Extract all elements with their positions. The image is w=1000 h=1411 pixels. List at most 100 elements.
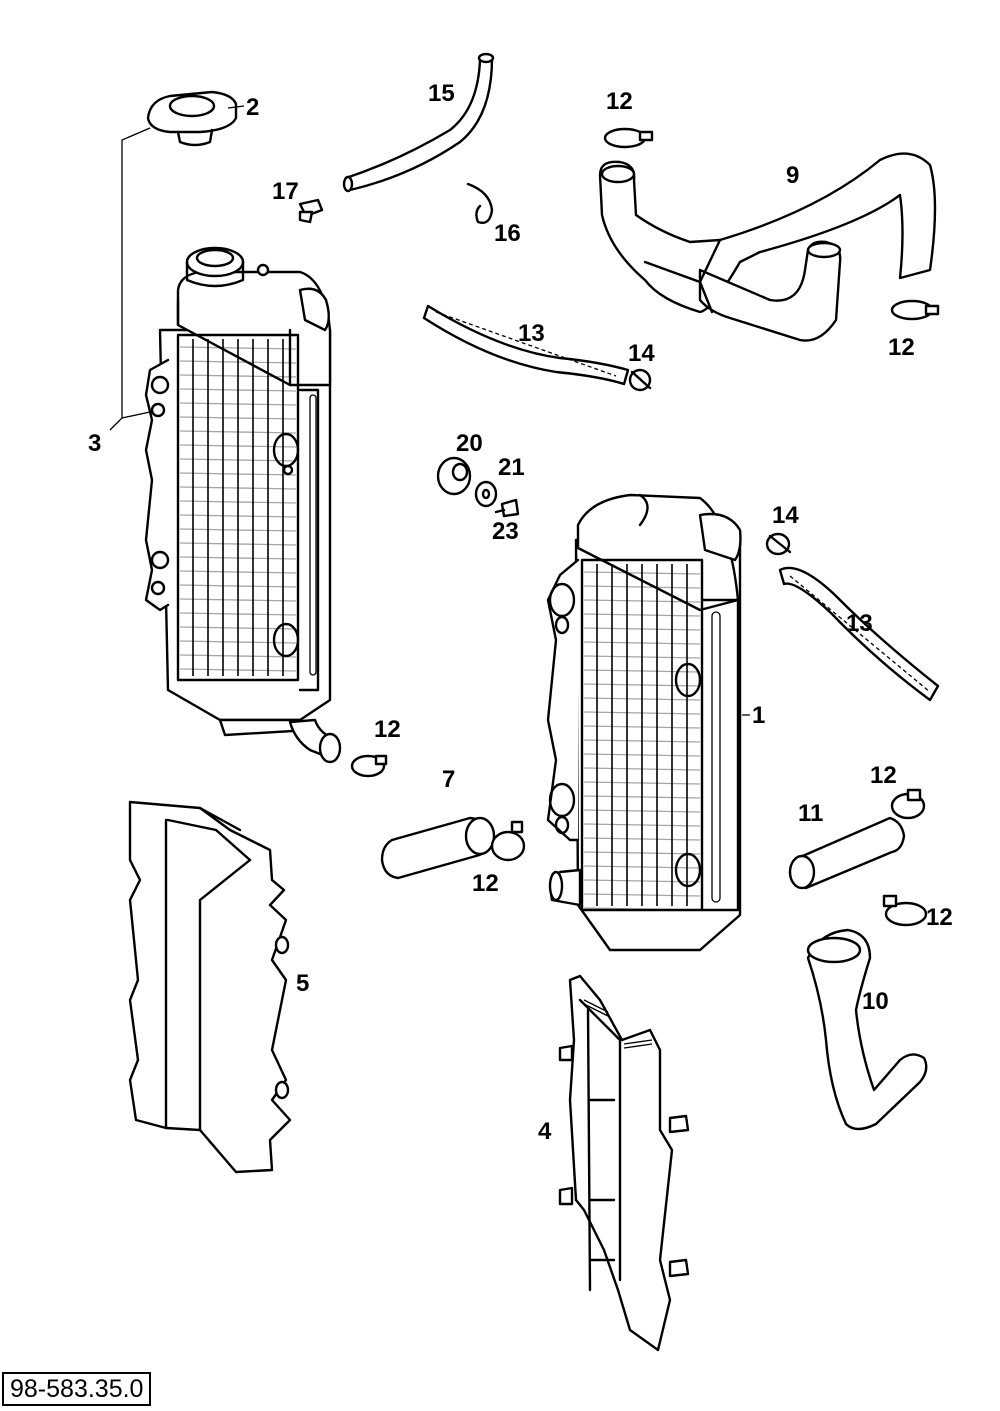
radiator-fin-cross <box>583 711 701 715</box>
callout-label-23: 23 <box>492 518 519 545</box>
hose-clip <box>466 182 494 224</box>
radiator-fin-cross <box>583 893 701 897</box>
radiator-fin-cross <box>179 486 297 490</box>
callout-label-14-b: 14 <box>772 502 799 529</box>
callout-label-12-a: 12 <box>606 88 633 115</box>
callout-label-4: 4 <box>538 1118 552 1145</box>
right-radiator <box>546 493 742 952</box>
radiator-fin-cross <box>583 585 701 589</box>
radiator-fin-cross <box>179 598 297 602</box>
callout-label-11: 11 <box>798 800 824 827</box>
radiator-fin-cross <box>179 374 297 378</box>
radiator-shroud-center <box>558 974 690 1352</box>
radiator-fin-cross <box>583 655 701 659</box>
radiator-fin-cross <box>583 641 701 645</box>
radiator-fin-cross <box>583 795 701 799</box>
callout-label-12-e: 12 <box>870 762 897 789</box>
hose-clamp-7-top <box>350 754 388 778</box>
hose-clamp-11-bottom <box>882 894 928 927</box>
radiator-fin-cross <box>583 753 701 757</box>
hose-clamp-7-bottom <box>490 820 526 862</box>
radiator-fin-cross <box>583 725 701 729</box>
vent-hose-lower <box>778 566 940 702</box>
radiator-fin-cross <box>179 542 297 546</box>
radiator-fin-cross <box>583 571 701 575</box>
radiator-fin-cross <box>179 472 297 476</box>
radiator-fin-cross <box>583 739 701 743</box>
callout-label-12-b: 12 <box>888 334 915 361</box>
radiator-fin-cross <box>583 599 701 603</box>
hose-clamp-small-lower <box>765 532 792 556</box>
callout-label-1: 1 <box>752 702 766 729</box>
callout-label-20: 20 <box>456 430 483 457</box>
callout-label-12-d: 12 <box>472 870 499 897</box>
y-hose <box>598 152 937 342</box>
radiator-fin-cross <box>583 837 701 841</box>
hose-clamp-11-top <box>890 788 926 820</box>
radiator-fin-cross <box>179 430 297 434</box>
radiator-fin-cross <box>583 697 701 701</box>
hose-10 <box>806 928 928 1131</box>
radiator-fin-cross <box>583 823 701 827</box>
radiator-fin-cross <box>583 907 701 911</box>
radiator-fin-cross <box>179 346 297 350</box>
radiator-fin-cross <box>179 402 297 406</box>
hose-clamp-9-top <box>603 127 654 149</box>
radiator-fin-cross <box>179 654 297 658</box>
radiator-fin-cross <box>583 851 701 855</box>
callout-label-7: 7 <box>442 766 456 793</box>
overflow-hose <box>342 52 495 193</box>
radiator-cap <box>146 90 238 147</box>
radiator-fin-cross <box>583 613 701 617</box>
callout-label-17: 17 <box>272 178 299 205</box>
hose-clamp-9-bottom <box>890 299 940 321</box>
washer <box>474 480 498 508</box>
callout-label-2: 2 <box>246 94 260 121</box>
radiator-fin-cross <box>583 627 701 631</box>
radiator-fin-cross <box>583 767 701 771</box>
callout-label-15: 15 <box>428 80 455 107</box>
radiator-fin-cross <box>179 444 297 448</box>
callout-label-13-a: 13 <box>518 320 545 347</box>
radiator-fin-cross <box>179 514 297 518</box>
hose-nipple <box>298 198 324 224</box>
radiator-fin-cross <box>179 360 297 364</box>
callout-label-13-b: 13 <box>846 610 873 637</box>
radiator-fin-cross <box>179 640 297 644</box>
callout-label-5: 5 <box>296 970 310 997</box>
radiator-fin-cross <box>179 416 297 420</box>
radiator-fin-cross <box>583 683 701 687</box>
radiator-fin-cross <box>583 809 701 813</box>
vent-hose-upper <box>422 304 630 386</box>
radiator-fin-cross <box>179 612 297 616</box>
radiator-fin-cross <box>583 781 701 785</box>
hose-11 <box>788 816 906 890</box>
radiator-shroud-left <box>128 800 292 1174</box>
callout-label-21: 21 <box>498 454 525 481</box>
radiator-fin-cross <box>179 584 297 588</box>
bolt <box>494 498 520 518</box>
callout-label-14-a: 14 <box>628 340 655 367</box>
radiator-fin-cross <box>179 668 297 672</box>
callout-label-16: 16 <box>494 220 521 247</box>
radiator-fin-cross <box>179 570 297 574</box>
radiator-fin-cross <box>179 528 297 532</box>
callout-label-3: 3 <box>88 430 102 457</box>
rubber-grommet <box>436 456 472 496</box>
callout-label-12-f: 12 <box>926 904 953 931</box>
hose-7 <box>380 816 496 880</box>
callout-label-10: 10 <box>862 988 889 1015</box>
drawing-reference-number: 98-583.35.0 <box>2 1372 152 1406</box>
left-radiator <box>144 246 342 764</box>
radiator-fin-cross <box>583 669 701 673</box>
radiator-fin-cross <box>179 556 297 560</box>
callout-label-9: 9 <box>786 162 800 189</box>
hose-clamp-small <box>628 368 652 392</box>
callout-label-12-c: 12 <box>374 716 401 743</box>
radiator-fin-cross <box>179 388 297 392</box>
leader-line-3 <box>109 127 151 431</box>
radiator-fin-cross <box>179 500 297 504</box>
radiator-fin-cross <box>583 865 701 869</box>
